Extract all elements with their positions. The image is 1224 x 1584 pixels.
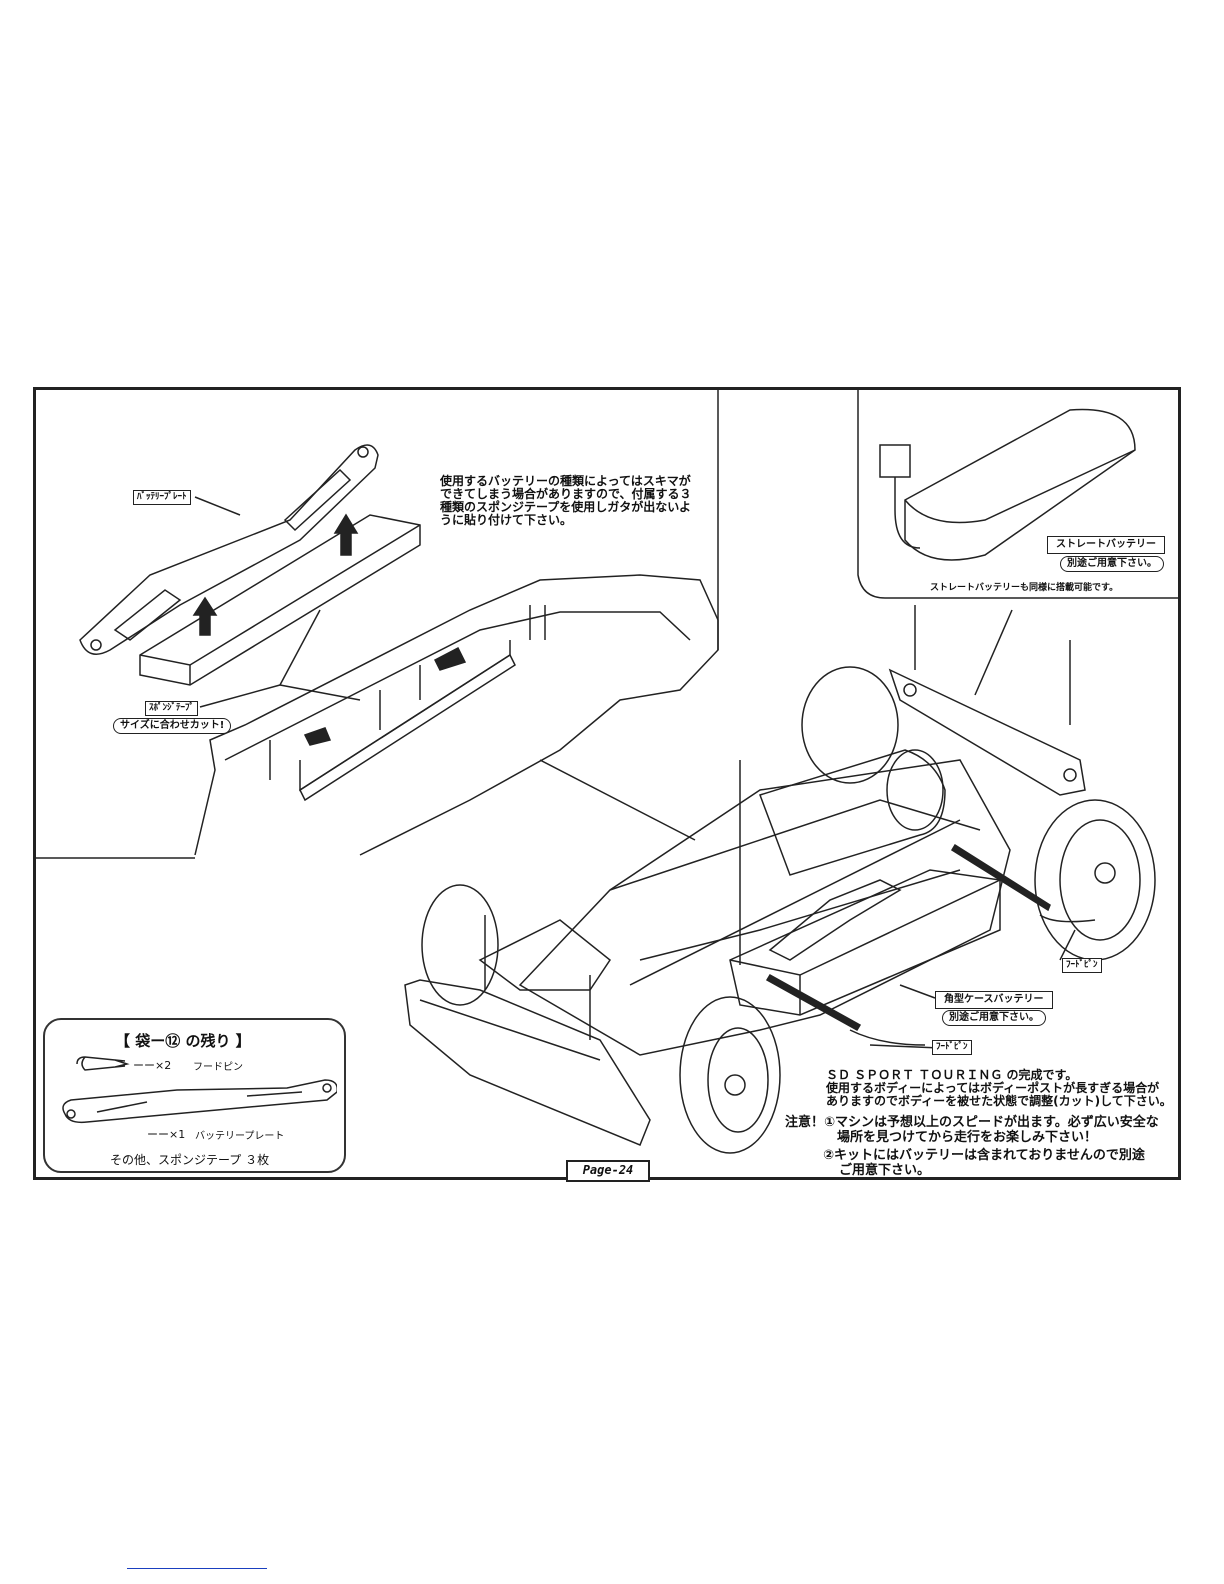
footer-link-underline [127,1568,267,1569]
instruction-line-4: うに貼り付けて下さい。 [440,513,573,527]
battery-fit-instruction: 使用するバッテリーの種類によってはスキマが できてしまう場合がありますので、付属… [440,475,692,527]
bag-title: 【 袋ー⑫ の残り 】 [115,1032,251,1050]
hood-pin-label-left: ﾌｰﾄﾞﾋﾟﾝ [932,1040,972,1055]
instruction-line-1: 使用するバッテリーの種類によってはスキマが [440,474,691,488]
hood-pin-name: フードピン [193,1062,243,1073]
instruction-line-2: できてしまう場合がありますので、付属する３ [440,487,692,501]
caution-1-line-1: 注意！①マシンは予想以上のスピードが出ます。必ず広い安全な [785,1115,1159,1130]
sponge-tape-label: ｽﾎﾟﾝｼﾞﾃｰﾌﾟ [145,701,199,716]
caution-2: ②キットにはバッテリーは含まれておりませんので別途 ご用意下さい。 [823,1148,1145,1178]
caution-1: 注意！①マシンは予想以上のスピードが出ます。必ず広い安全な 場所を見つけてから走… [785,1115,1159,1145]
hood-pin-qty: ーー×2 [133,1059,172,1072]
completion-line-2: 使用するボディーによってはボディーポストが長すぎる場合が [826,1081,1160,1095]
bag-remainder-box: 【 袋ー⑫ の残り 】 ーー×2 フードピン ーー×1 バッテリープレート その… [43,1018,346,1173]
top-right-panel-border [857,390,1178,599]
page-number: Page-24 [566,1160,650,1182]
battery-plate-qty: ーー×1 [147,1128,186,1141]
caution-2-line-2: ご用意下さい。 [839,1163,931,1178]
completion-line-1: ＳＤ ＳＰＯＲＴ ＴＯＵＲＩＮＧ の完成です。 [826,1068,1078,1082]
straight-battery-label: ストレートバッテリー [1047,536,1165,554]
straight-battery-note: 別途ご用意下さい。 [1060,556,1164,572]
hood-pin-icon [76,1056,130,1071]
caution-2-line-1: ②キットにはバッテリーは含まれておりませんので別途 [823,1148,1145,1163]
battery-plate-icon [62,1079,337,1124]
square-battery-label: 角型ケースバッテリー [935,991,1053,1009]
completion-line-3: ありますのでボディーを被せた状態で調整(カット)して下さい。 [826,1094,1172,1108]
straight-battery-caption: ストレートバッテリーも同様に搭載可能です。 [930,583,1119,593]
battery-plate-label: ﾊﾞｯﾃﾘｰﾌﾟﾚｰﾄ [133,490,191,505]
cut-to-size-note: サイズに合わせカット! [113,718,232,734]
hood-pin-label-right: ﾌｰﾄﾞﾋﾟﾝ [1062,958,1102,973]
caution-1-line-2: 場所を見つけてから走行をお楽しみ下さい！ [837,1130,1098,1145]
bag-other-items: その他、スポンジテープ ３枚 [110,1153,270,1167]
completion-message: ＳＤ ＳＰＯＲＴ ＴＯＵＲＩＮＧ の完成です。 使用するボディーによってはボディ… [826,1069,1172,1108]
instruction-line-3: 種類のスポンジテープを使用しガタが出ないよ [440,500,692,514]
battery-plate-name: バッテリープレート [195,1131,285,1142]
square-battery-note: 別途ご用意下さい。 [942,1010,1046,1026]
